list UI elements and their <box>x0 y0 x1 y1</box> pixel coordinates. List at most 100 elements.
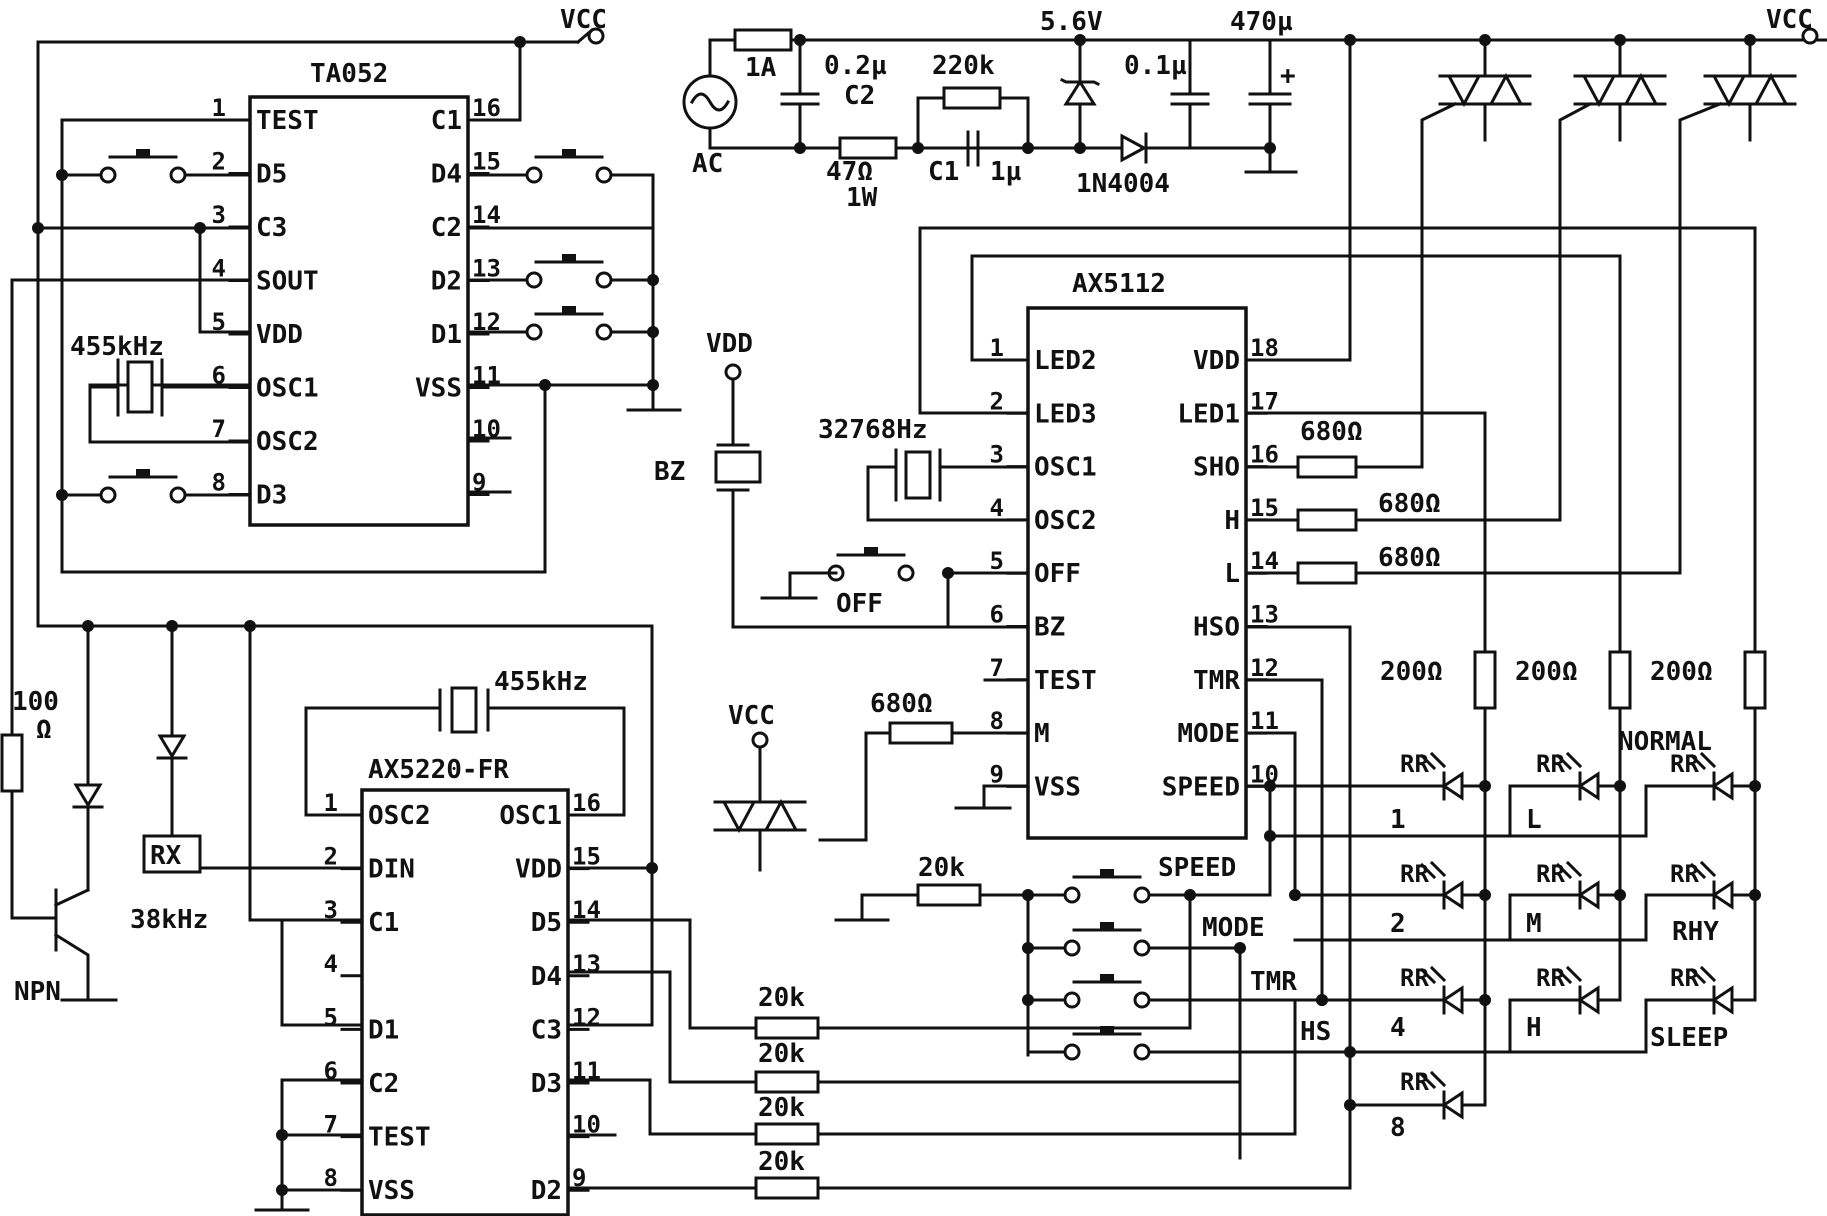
pin-number: 5 <box>324 1003 338 1031</box>
led-label-1: 1 <box>1390 805 1406 835</box>
power-supply: AC 1A 47Ω 1W 0.2µ C2 220k C1 1µ 5.6V 1N4… <box>682 5 1827 213</box>
pin-name: TEST <box>368 1123 431 1153</box>
pin-number: 3 <box>212 201 226 229</box>
pin-number: 9 <box>572 1164 586 1192</box>
pin-number: 15 <box>472 148 501 176</box>
ax5220-wiring: 455kHz RX 38kHz 100 Ω NPN <box>0 226 1352 1212</box>
ta052-crystal-label: 455kHz <box>70 332 164 362</box>
rx-label: RX <box>150 841 182 871</box>
rr-label: RR <box>1536 750 1565 778</box>
pin-name: LED3 <box>1034 399 1097 429</box>
c1-label: C1 <box>928 157 959 187</box>
pin-name: D4 <box>531 962 562 992</box>
pin-number: 8 <box>324 1164 338 1192</box>
pin-name: MODE <box>1177 719 1240 749</box>
pin-number: 16 <box>1250 441 1279 469</box>
pin-number: 6 <box>212 362 226 390</box>
led-label-l: L <box>1526 805 1542 835</box>
pin-name: OFF <box>1034 559 1081 589</box>
pin-number: 1 <box>990 334 1004 362</box>
pin-number: 5 <box>212 308 226 336</box>
pin-name: D1 <box>368 1015 399 1045</box>
rr-label: RR <box>1536 860 1565 888</box>
pin-number: 13 <box>1250 601 1279 629</box>
cap01-label: 0.1µ <box>1124 51 1187 81</box>
pin-name: C2 <box>368 1069 399 1099</box>
pin-number: 16 <box>572 789 601 817</box>
led-label-2: 2 <box>1390 909 1406 939</box>
ta052-wiring: VCC 455kHz <box>10 5 682 920</box>
pin-name: VSS <box>368 1176 415 1206</box>
vcc-label-2: VCC <box>1766 5 1813 35</box>
btn-tmr-label: TMR <box>1250 967 1297 997</box>
pin-name: VSS <box>1034 772 1081 802</box>
r100-unit: Ω <box>36 715 52 745</box>
control-buttons: 20k SPEED MODE TMR HS <box>834 853 1352 1160</box>
pin-name: VSS <box>415 374 462 404</box>
pin-name: OSC2 <box>368 801 431 831</box>
fuse-label: 1A <box>745 53 777 83</box>
r200-label-3: 200Ω <box>1650 657 1713 687</box>
pin-number: 2 <box>990 387 1004 415</box>
r47-label: 47Ω <box>826 157 873 187</box>
pin-number: 6 <box>324 1057 338 1085</box>
pin-name: D4 <box>431 160 462 190</box>
pin-number: 1 <box>324 789 338 817</box>
r20k-btn-label: 20k <box>918 853 965 883</box>
pin-name: DIN <box>368 855 415 885</box>
pin-name: C2 <box>431 213 462 243</box>
r680-m-label: 680Ω <box>870 689 933 719</box>
pin-name: C3 <box>256 213 287 243</box>
r20k-label-3: 20k <box>758 1093 805 1123</box>
pin-number: 18 <box>1250 334 1279 362</box>
rr-label: RR <box>1400 1068 1429 1096</box>
pin-name: D3 <box>256 481 287 511</box>
btn-hs-label: HS <box>1300 1017 1331 1047</box>
r680-h-label: 680Ω <box>1378 489 1441 519</box>
pin-name: D1 <box>431 320 462 350</box>
pin-number: 4 <box>324 950 338 978</box>
pin-name: OSC1 <box>499 801 562 831</box>
led-label-h: H <box>1526 1013 1542 1043</box>
r680-sho-label: 680Ω <box>1300 417 1363 447</box>
pin-name: H <box>1224 506 1240 536</box>
pin-name: TMR <box>1193 666 1240 696</box>
off-label: OFF <box>836 589 883 619</box>
led-label-8: 8 <box>1390 1113 1406 1143</box>
pin-name: LED2 <box>1034 346 1097 376</box>
pin-number: 7 <box>212 415 226 443</box>
rr-label: RR <box>1400 964 1429 992</box>
pin-name: OSC1 <box>256 374 319 404</box>
pin-number: 13 <box>472 255 501 283</box>
cap470-plus: + <box>1280 61 1296 91</box>
ax5112-name: AX5112 <box>1072 269 1166 299</box>
pin-name: OSC1 <box>1034 453 1097 483</box>
rr-label: RR <box>1670 964 1699 992</box>
pin-name: BZ <box>1034 613 1065 643</box>
pin-number: 13 <box>572 950 601 978</box>
ax5112-crystal-label: 32768Hz <box>818 415 928 445</box>
pin-name: SPEED <box>1162 772 1240 802</box>
r20k-label-4: 20k <box>758 1147 805 1177</box>
pin-name: VDD <box>1193 346 1240 376</box>
pin-name: M <box>1034 719 1050 749</box>
pin-number: 2 <box>324 843 338 871</box>
pin-number: 16 <box>472 94 501 122</box>
pin-name: VDD <box>515 855 562 885</box>
pin-number: 12 <box>572 1003 601 1031</box>
r47-watt: 1W <box>846 183 878 213</box>
c2-value: 0.2µ <box>824 51 887 81</box>
pin-number: 17 <box>1250 387 1279 415</box>
pin-number: 4 <box>212 255 226 283</box>
ax5220-name: AX5220-FR <box>368 755 509 785</box>
pin-name: SHO <box>1193 453 1240 483</box>
cap470-label: 470µ <box>1230 7 1293 37</box>
c1-value: 1µ <box>990 157 1022 187</box>
r220k-label: 220k <box>932 51 995 81</box>
r20k-label-1: 20k <box>758 983 805 1013</box>
vcc-label-1: VCC <box>560 5 607 35</box>
pin-number: 14 <box>1250 547 1279 575</box>
